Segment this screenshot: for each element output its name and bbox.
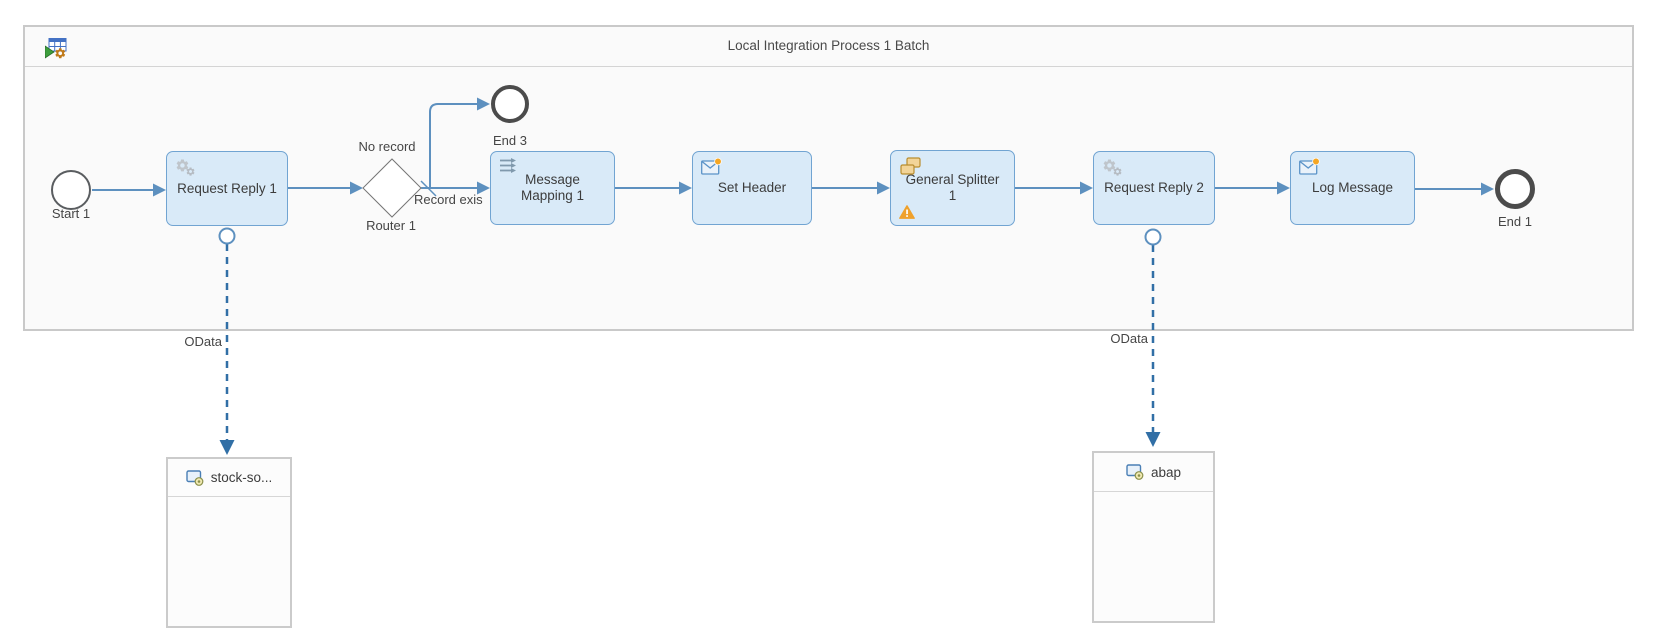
task-label: Log Message [1311,180,1394,195]
flow-router1-to-end3[interactable] [429,103,478,188]
connector-port[interactable] [1144,228,1162,246]
task-set-header[interactable]: Set Header [692,151,812,225]
participant-label: stock-so... [210,470,273,485]
arrowhead [477,97,490,111]
task-label: Message Mapping 1 [520,172,585,203]
end-event-3-label: End 3 [493,133,527,148]
router-1-label: Router 1 [366,218,416,233]
message-flow-protocol-label: OData [1110,331,1148,346]
arrowhead [350,181,363,195]
split-documents-icon [900,157,921,175]
warning-icon [899,205,915,219]
arrowhead [679,181,692,195]
end-event-1[interactable] [1495,169,1535,209]
arrowhead [153,183,166,197]
arrowhead [877,181,890,195]
connector-port[interactable] [218,227,236,245]
route-label-record-exists: Record exis [414,192,483,207]
system-monitor-icon [186,469,204,486]
arrowhead [1481,182,1494,196]
task-label: Set Header [717,180,787,195]
route-label-no-record: No record [358,139,416,154]
start-event-1[interactable] [51,170,91,210]
message-flow-protocol-label: OData [184,334,222,349]
task-general-splitter-1[interactable]: General Splitter 1 [890,150,1015,226]
task-label: General Splitter 1 [905,172,1000,203]
task-label: Request Reply 2 [1104,180,1204,195]
process-table-icon [45,38,67,59]
arrowhead-down [219,440,235,455]
gear-icon [1103,159,1122,176]
participant-header: abap [1094,453,1213,492]
participant-abap[interactable]: abap [1092,451,1215,623]
message-envelope-icon [701,158,722,175]
participant-stock[interactable]: stock-so... [166,457,292,628]
participant-header: stock-so... [168,459,290,497]
participant-label: abap [1150,464,1182,480]
end-event-1-label: End 1 [1498,214,1532,229]
gear-icon [176,159,195,176]
task-label: Request Reply 1 [177,180,277,196]
task-message-mapping-1[interactable]: Message Mapping 1 [490,151,615,225]
task-request-reply-2[interactable]: Request Reply 2 [1093,151,1215,225]
process-title: Local Integration Process 1 Batch [727,38,930,53]
task-log-message[interactable]: Log Message [1290,151,1415,225]
arrowhead [1277,181,1290,195]
arrowhead-down [1145,432,1161,447]
task-request-reply-1[interactable]: Request Reply 1 [166,151,288,226]
system-monitor-icon [1126,464,1144,480]
end-event-3[interactable] [491,85,529,123]
arrowhead [477,181,490,195]
arrowhead [1080,181,1093,195]
mapping-icon [500,158,516,173]
message-envelope-icon [1299,158,1320,175]
start-event-1-label: Start 1 [51,206,91,221]
process-header: Local Integration Process 1 Batch [25,27,1632,67]
default-route-slash [420,180,437,197]
